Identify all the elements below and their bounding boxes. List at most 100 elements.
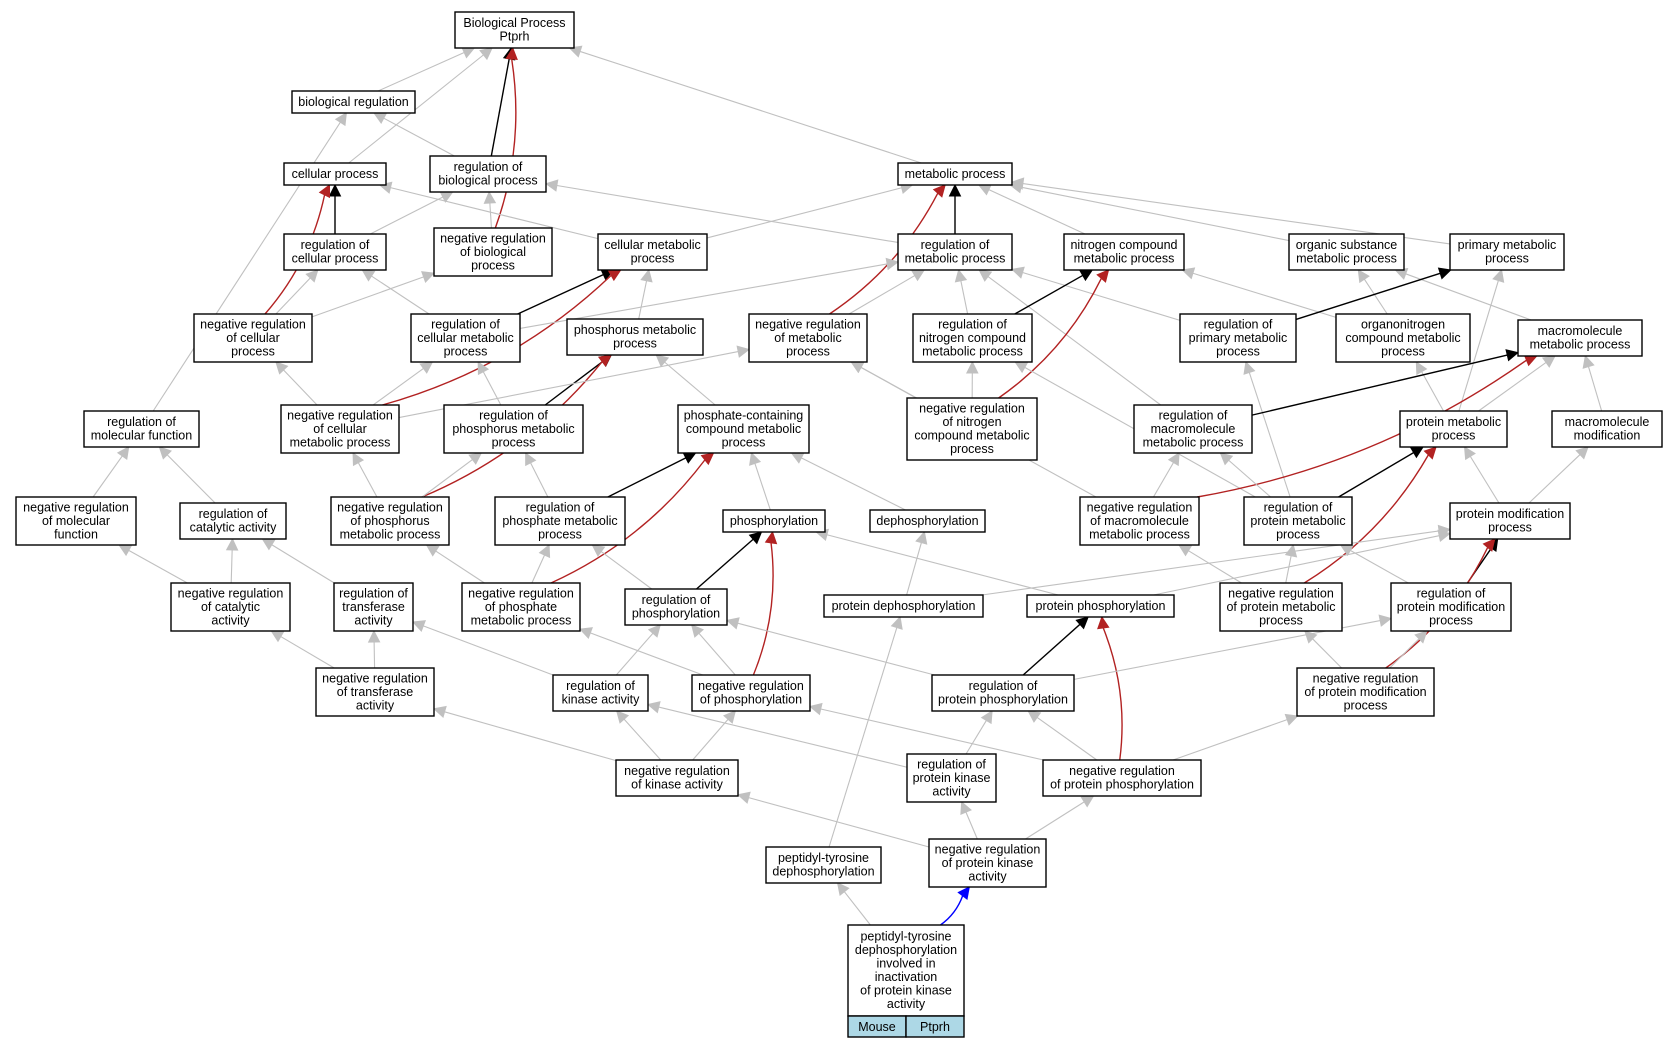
- term-box: [443, 404, 584, 454]
- edge-arrowhead: [1243, 360, 1256, 375]
- term-label-line: regulation of: [454, 160, 523, 174]
- term-label-line: regulation of: [921, 238, 990, 252]
- term-label-line: negative regulation: [698, 679, 804, 693]
- edge-is-a: [1025, 795, 1095, 840]
- edge-is-a: [270, 630, 335, 669]
- term-label-line: process: [1344, 698, 1388, 712]
- edge-is-a: [348, 47, 493, 164]
- edge-line: [906, 542, 922, 596]
- edge-line: [1014, 274, 1084, 315]
- edge-line: [371, 275, 430, 315]
- edge-line: [981, 530, 1440, 596]
- term-label-line: regulation of: [1417, 586, 1486, 600]
- term-label-line: regulation of: [938, 317, 1007, 331]
- term-label-line: protein metabolic: [1406, 415, 1501, 429]
- edge-is-a: [1415, 361, 1444, 412]
- edge-arrowhead: [948, 183, 962, 197]
- term-box: [291, 90, 416, 114]
- edge-is-a: [361, 269, 430, 315]
- term-label-line: phosphorylation: [730, 514, 818, 528]
- edge-line: [1020, 186, 1290, 242]
- edge-arrowhead: [764, 530, 778, 545]
- term-label-line: process: [471, 258, 515, 272]
- term-label-line: transferase: [342, 600, 405, 614]
- edge-is-a: [372, 361, 434, 406]
- edge-arrowhead: [1482, 538, 1496, 552]
- term-box: [1219, 582, 1343, 632]
- term-box: [315, 667, 435, 717]
- edge-line: [444, 711, 617, 762]
- term-label-line: protein modification: [1397, 600, 1505, 614]
- edge-arrowhead: [118, 544, 133, 557]
- edge-arrowhead: [1541, 355, 1556, 368]
- edge-is-a: [1389, 630, 1428, 669]
- edge-line: [843, 891, 871, 926]
- edge-line: [607, 457, 687, 498]
- term-label-line: phosphate-containing: [684, 408, 804, 422]
- edge-part-of: [1295, 267, 1452, 321]
- edge-line: [421, 459, 473, 498]
- edge-line: [579, 50, 922, 164]
- term-label-line: process: [1485, 252, 1529, 266]
- edge-line: [1102, 627, 1123, 761]
- edge-line: [377, 51, 465, 92]
- term-box: [433, 227, 553, 277]
- term-label-line: metabolic process: [1074, 252, 1175, 266]
- edge-is-a: [568, 45, 922, 164]
- edge-is-a: [578, 627, 704, 676]
- term-label-line: inactivation: [875, 970, 938, 984]
- edge-arrowhead: [1014, 361, 1029, 374]
- term-box: [15, 496, 137, 546]
- edge-arrowhead: [885, 257, 900, 271]
- term-label-line: protein modification: [1456, 507, 1564, 521]
- edge-arrowhead: [425, 544, 440, 557]
- edge-is-a: [690, 624, 736, 676]
- term-box: [1517, 319, 1643, 357]
- term-label-line: of macromolecule: [1090, 514, 1189, 528]
- term-label-line: negative regulation: [178, 586, 284, 600]
- edge-arrowhead: [1167, 452, 1180, 467]
- edge-line: [1022, 271, 1181, 321]
- term-label-line: nitrogen compound: [919, 331, 1026, 345]
- term-label-line: of protein metabolic: [1226, 600, 1335, 614]
- edge-line: [1312, 638, 1343, 669]
- edge-arrowhead: [1437, 267, 1452, 280]
- term-box: [1026, 594, 1175, 618]
- edge-line: [1172, 719, 1288, 761]
- edge-is-a: [1010, 266, 1181, 321]
- term-node-query: peptidyl-tyrosinedephosphorylationinvolv…: [847, 924, 965, 1017]
- term-label-line: process: [613, 337, 657, 351]
- term-box: [897, 233, 1013, 271]
- term-label-line: macromolecule: [1565, 415, 1650, 429]
- edge-is-a: [1339, 544, 1409, 584]
- term-box: [597, 233, 708, 271]
- edge-line: [987, 276, 1162, 406]
- term-node-cellproc: cellular process: [283, 162, 387, 186]
- edge-is-a: [808, 702, 1044, 761]
- edge-negatively-regulates: [494, 46, 518, 229]
- edge-arrowhead: [1080, 795, 1095, 808]
- edge-is-a: [352, 452, 378, 498]
- term-label-line: cellular process: [292, 167, 379, 181]
- term-box: [1079, 496, 1200, 546]
- edge-arrowhead: [911, 269, 926, 282]
- term-box: [1133, 404, 1253, 454]
- edge-part-of: [696, 531, 763, 590]
- edge-arrowhead: [723, 710, 737, 724]
- edge-line: [623, 718, 662, 761]
- edge-line: [489, 202, 493, 229]
- edge-is-a: [977, 184, 1086, 235]
